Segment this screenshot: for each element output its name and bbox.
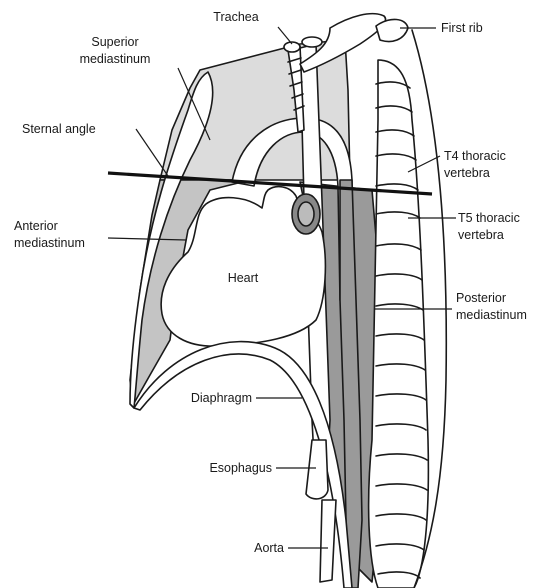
- label-first-rib: First rib: [441, 21, 483, 35]
- label-aorta: Aorta: [254, 541, 284, 555]
- label-sternal-angle: Sternal angle: [22, 122, 96, 136]
- label-superior-mediastinum-2: mediastinum: [80, 52, 151, 66]
- label-anterior-mediastinum-1: Anterior: [14, 219, 58, 233]
- label-anterior-mediastinum-2: mediastinum: [14, 236, 85, 250]
- label-t5-1: T5 thoracic: [458, 211, 520, 225]
- label-posterior-mediastinum-2: mediastinum: [456, 308, 527, 322]
- lower-aorta: [320, 500, 336, 582]
- esophagus-opening: [302, 37, 322, 47]
- label-t5-2: vertebra: [458, 228, 504, 242]
- label-heart: Heart: [228, 271, 259, 285]
- first-rib-head: [376, 19, 408, 41]
- label-trachea: Trachea: [213, 10, 258, 24]
- vertebral-column: [369, 60, 429, 588]
- pulmonary-vessel-lumen: [298, 202, 314, 226]
- label-esophagus: Esophagus: [209, 461, 272, 475]
- label-superior-mediastinum-1: Superior: [91, 35, 138, 49]
- label-posterior-mediastinum-1: Posterior: [456, 291, 506, 305]
- label-t4-2: vertebra: [444, 166, 490, 180]
- label-t4-1: T4 thoracic: [444, 149, 506, 163]
- label-diaphragm: Diaphragm: [191, 391, 252, 405]
- lower-esophagus: [306, 440, 328, 499]
